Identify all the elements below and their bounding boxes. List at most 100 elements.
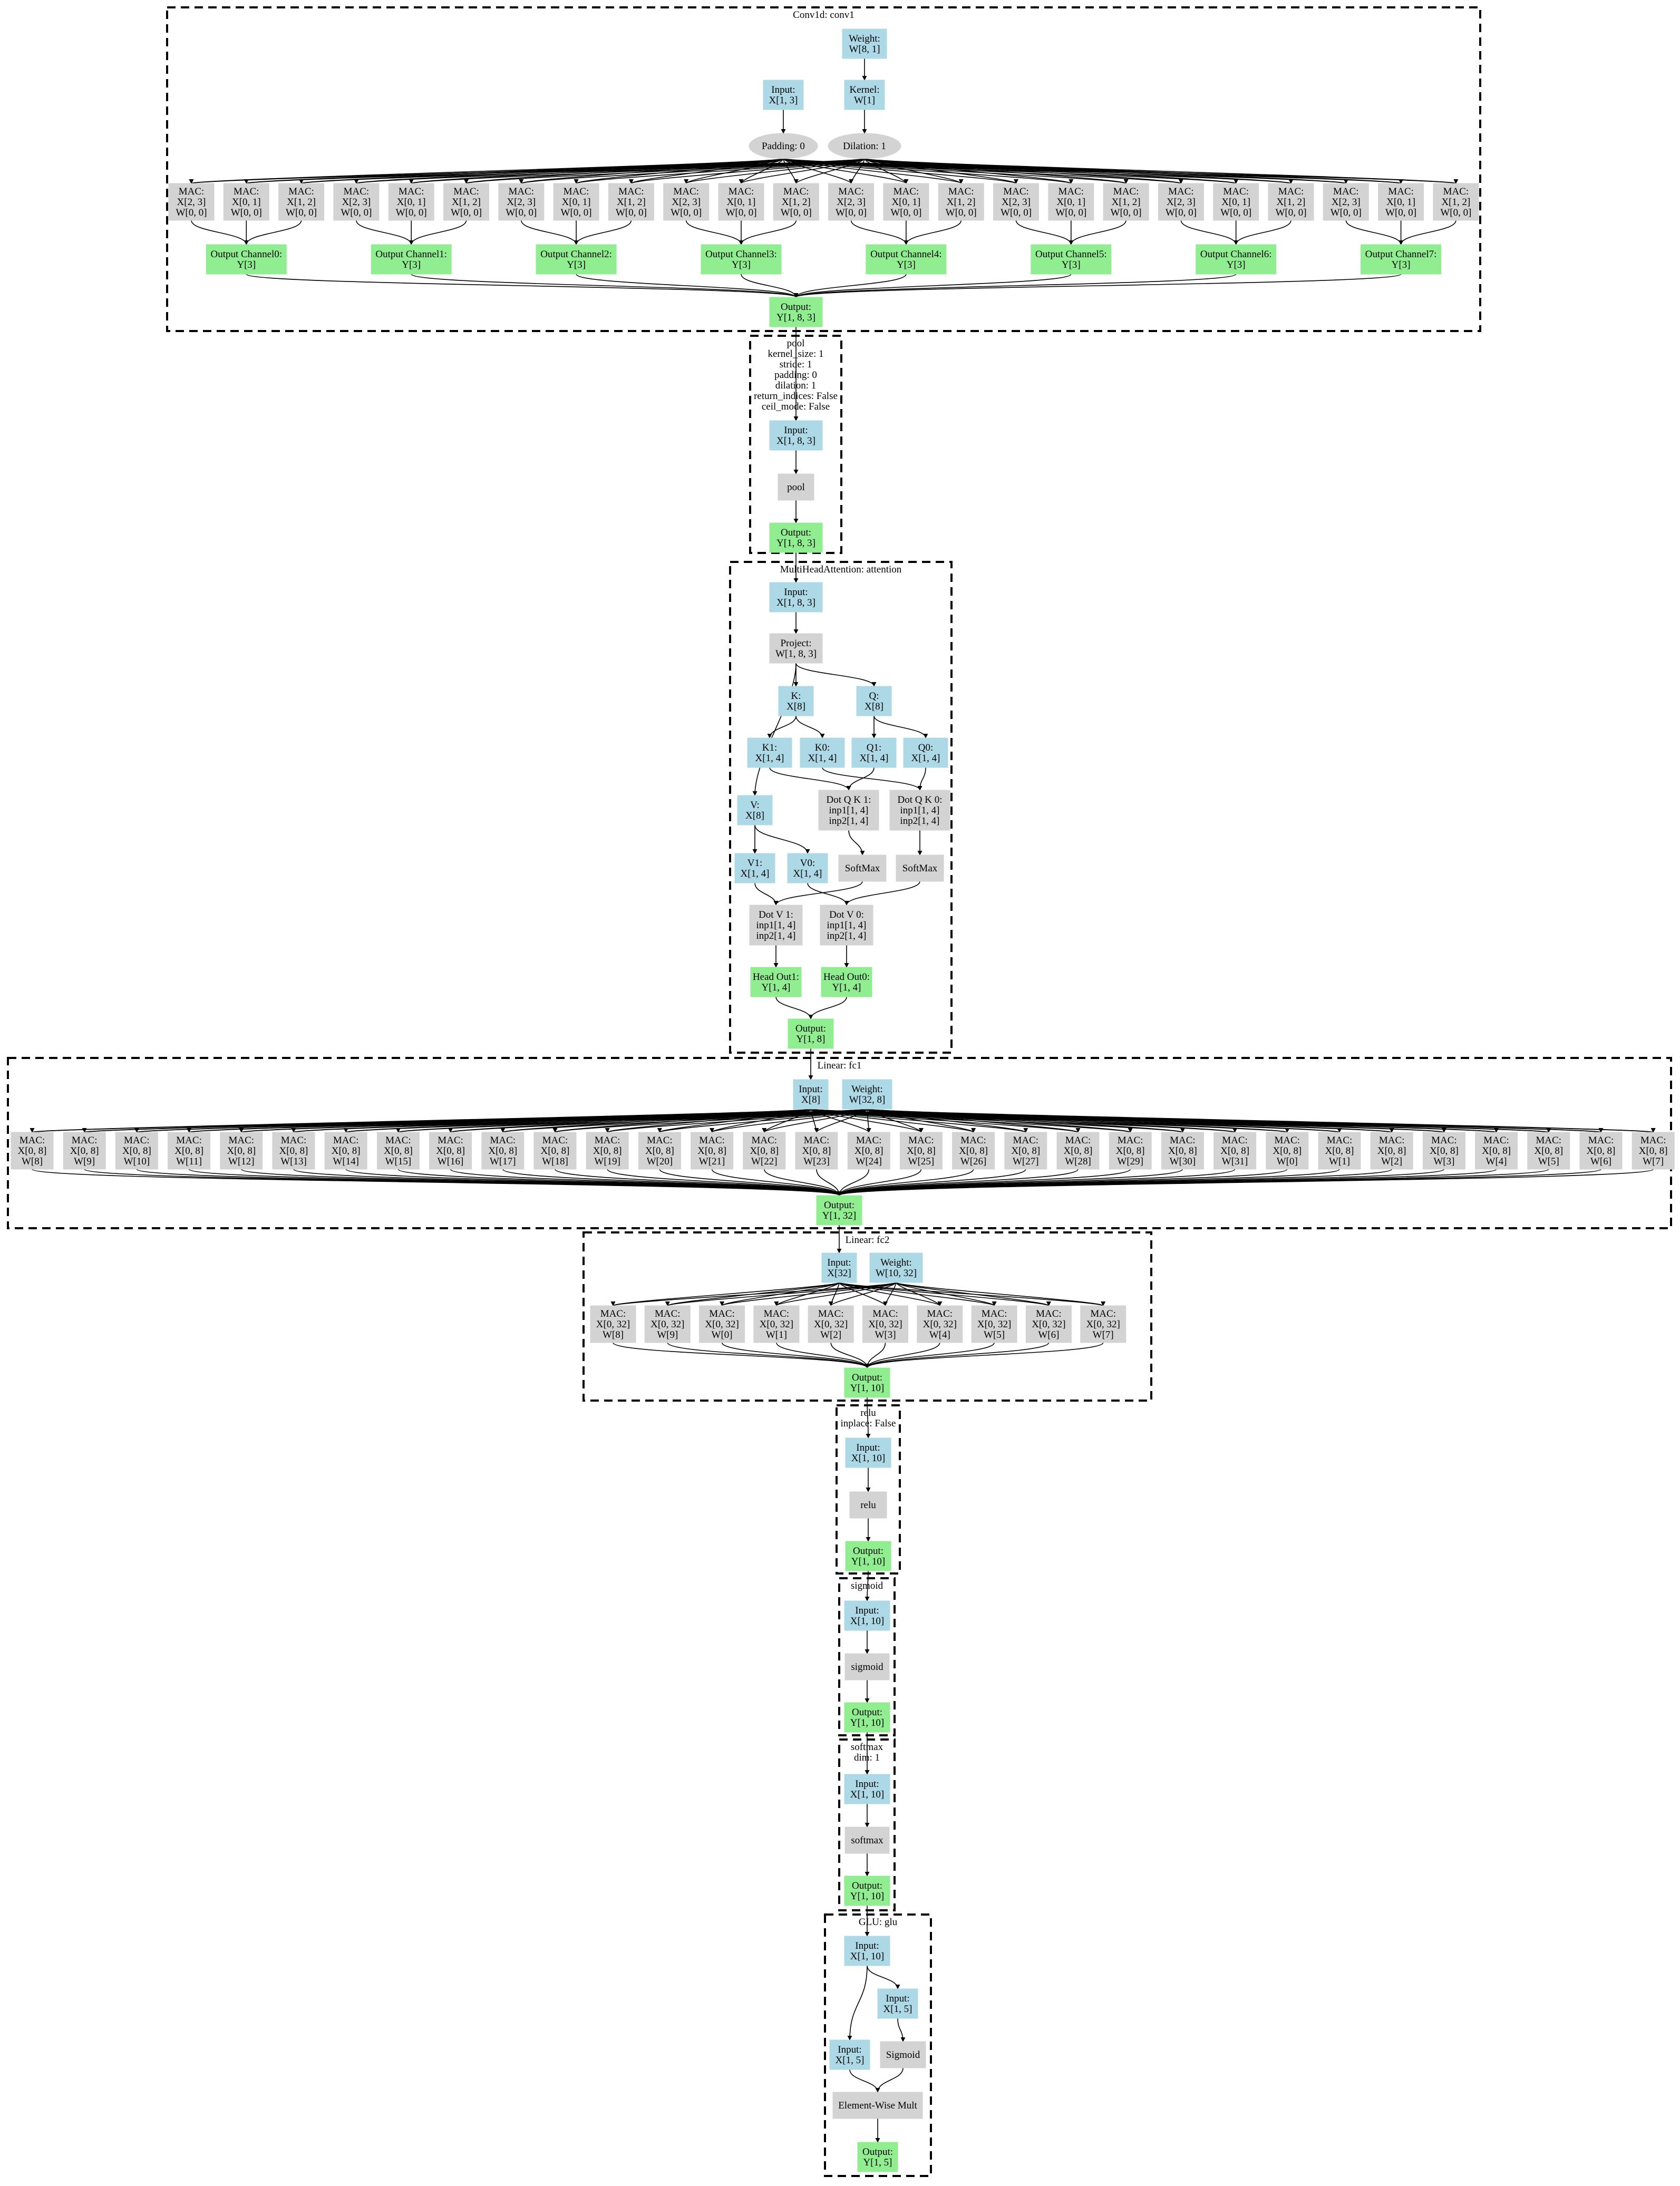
fc1-mac-3-node: MAC:X[0, 8]W[11] <box>168 1132 211 1170</box>
glu-input-b-label: Input:X[1, 5] <box>883 1993 912 2015</box>
fc1-mac-5-node: MAC:X[0, 8]W[13] <box>272 1132 315 1170</box>
att-k1-label: K1:X[1, 4] <box>755 742 784 764</box>
edge-fc2-mac-3-to-fc2-output <box>776 1342 870 1368</box>
relu-input-label: Input:X[1, 10] <box>851 1442 885 1464</box>
edge-fc2-input-to-fc2-mac-6 <box>839 1282 943 1306</box>
conv1-mac-9-node: MAC:X[2, 3]W[0, 0] <box>663 183 710 221</box>
glu-sigmoid-label: Sigmoid <box>886 2049 920 2061</box>
fc1-mac-17-node: MAC:X[0, 8]W[25] <box>899 1132 943 1170</box>
fc1-mac-31-label: MAC:X[0, 8]W[7] <box>1639 1135 1668 1167</box>
sigmoid-output-label: Output:Y[1, 10] <box>850 1707 884 1728</box>
fc2-mac-8-node: MAC:X[0, 32]W[6] <box>1025 1305 1072 1343</box>
conv1-mac-12-label: MAC:X[2, 3]W[0, 0] <box>836 186 867 218</box>
conv1-mac-10-node: MAC:X[0, 1]W[0, 0] <box>718 183 764 221</box>
edge-conv1-dilation-to-conv1-mac-11 <box>793 158 865 184</box>
softmax-input-node: Input:X[1, 10] <box>844 1774 890 1804</box>
conv1-mac-20-label: MAC:X[1, 2]W[0, 0] <box>1275 186 1306 218</box>
edge-conv1-padding-to-conv1-mac-9 <box>684 158 784 184</box>
fc1-mac-10-label: MAC:X[0, 8]W[18] <box>541 1135 570 1167</box>
fc2-mac-6-node: MAC:X[0, 32]W[4] <box>917 1305 963 1343</box>
fc1-mac-4-node: MAC:X[0, 8]W[12] <box>220 1132 263 1170</box>
conv1-mac-2-label: MAC:X[1, 2]W[0, 0] <box>286 186 317 218</box>
conv1-mac-14-label: MAC:X[1, 2]W[0, 0] <box>946 186 977 218</box>
edge-conv1-channel-4-to-conv1-output <box>793 274 907 298</box>
conv1-channel-6-node: Output Channel6:Y[3] <box>1196 244 1277 275</box>
glu-input-a-node: Input:X[1, 5] <box>829 2039 870 2070</box>
edge-conv1-mac-23-to-conv1-channel-7 <box>1399 220 1456 245</box>
fc1-mac-1-label: MAC:X[0, 8]W[9] <box>70 1135 99 1167</box>
glu-input-node: Input:X[1, 10] <box>844 1936 890 1966</box>
conv1-channel-0-node: Output Channel0:Y[3] <box>206 244 287 275</box>
fc1-mac-20-label: MAC:X[0, 8]W[28] <box>1064 1135 1093 1167</box>
edge-fc1-mac-9-to-fc1-output <box>502 1169 842 1196</box>
fc1-mac-21-label: MAC:X[0, 8]W[29] <box>1116 1135 1145 1167</box>
conv1-mac-16-node: MAC:X[0, 1]W[0, 0] <box>1048 183 1094 221</box>
edge-glu-input-to-glu-input-b <box>867 1965 900 1989</box>
att-softmax0-node: SoftMax <box>896 854 944 882</box>
edge-conv1-dilation-to-conv1-mac-13 <box>864 158 909 184</box>
fc1-mac-12-label: MAC:X[0, 8]W[20] <box>645 1135 674 1167</box>
fc1-mac-28-node: MAC:X[0, 8]W[4] <box>1475 1132 1518 1170</box>
edge-conv1-dilation-to-conv1-mac-14 <box>864 158 964 184</box>
fc1-mac-24-label: MAC:X[0, 8]W[0] <box>1273 1135 1302 1167</box>
att-v-node: V:X[8] <box>737 795 773 825</box>
att-q-label: Q:X[8] <box>865 691 883 712</box>
relu-output-label: Output:Y[1, 10] <box>851 1546 885 1567</box>
edge-conv1-mac-6-to-conv1-channel-2 <box>521 220 579 245</box>
conv1-mac-13-label: MAC:X[0, 1]W[0, 0] <box>890 186 921 218</box>
att-headout1-label: Head Out1:Y[1, 4] <box>753 971 799 993</box>
fc1-mac-29-label: MAC:X[0, 8]W[5] <box>1534 1135 1563 1167</box>
fc1-mac-8-node: MAC:X[0, 8]W[16] <box>429 1132 472 1170</box>
conv1-channel-0-label: Output Channel0:Y[3] <box>210 249 282 270</box>
conv1-channel-7-label: Output Channel7:Y[3] <box>1365 249 1437 270</box>
att-softmax0-label: SoftMax <box>902 863 938 874</box>
fc1-output-node: Output:Y[1, 32] <box>816 1195 862 1226</box>
fc1-mac-9-node: MAC:X[0, 8]W[17] <box>481 1132 525 1170</box>
edge-conv1-mac-9-to-conv1-channel-3 <box>685 220 744 245</box>
edge-glu-sigmoid-to-glu-mult <box>875 2067 904 2093</box>
att-k1-node: K1:X[1, 4] <box>747 737 792 768</box>
edge-conv1-padding-to-conv1-mac-7 <box>574 158 784 184</box>
conv1-mac-3-label: MAC:X[2, 3]W[0, 0] <box>341 186 372 218</box>
edge-fc2-output-to-relu-input <box>866 1397 871 1439</box>
fc1-mac-5-label: MAC:X[0, 8]W[13] <box>279 1135 308 1167</box>
relu-op-label: relu <box>860 1500 876 1511</box>
fc2-mac-7-node: MAC:X[0, 32]W[5] <box>971 1305 1017 1343</box>
conv1-input-label: Input:X[1, 3] <box>769 84 798 106</box>
edge-conv1-mac-15-to-conv1-channel-5 <box>1015 220 1074 245</box>
glu-output-node: Output:Y[1, 5] <box>857 2142 898 2172</box>
fc1-mac-6-label: MAC:X[0, 8]W[14] <box>332 1135 361 1167</box>
conv1-mac-4-node: MAC:X[0, 1]W[0, 0] <box>388 183 434 221</box>
edge-conv1-mac-18-to-conv1-channel-6 <box>1180 220 1239 245</box>
conv1-mac-15-label: MAC:X[2, 3]W[0, 0] <box>1001 186 1032 218</box>
edge-conv1-dilation-to-conv1-mac-23 <box>864 158 1458 184</box>
fc2-input-node: Input:X[32] <box>821 1252 857 1283</box>
att-softmax1-label: SoftMax <box>845 863 880 874</box>
conv1-mac-6-label: MAC:X[2, 3]W[0, 0] <box>506 186 537 218</box>
edge-att-q-to-att-q0 <box>873 715 928 739</box>
fc1-mac-15-node: MAC:X[0, 8]W[23] <box>795 1132 838 1170</box>
cluster-label: sigmoid <box>851 1580 883 1591</box>
conv1-mac-5-node: MAC:X[1, 2]W[0, 0] <box>443 183 489 221</box>
conv1-mac-21-node: MAC:X[2, 3]W[0, 0] <box>1323 183 1369 221</box>
edge-fc1-mac-13-to-fc1-output <box>711 1169 842 1196</box>
conv1-padding-label: Padding: 0 <box>762 141 805 152</box>
conv1-channel-4-label: Output Channel4:Y[3] <box>870 249 942 270</box>
edge-fc1-input-to-fc1-mac-12 <box>657 1109 811 1133</box>
pool-output-node: Output:Y[1, 8, 3] <box>769 522 823 553</box>
conv1-mac-14-node: MAC:X[1, 2]W[0, 0] <box>938 183 984 221</box>
att-v-label: V:X[8] <box>745 800 764 821</box>
edge-glu-input-to-glu-input-a <box>847 1965 868 2041</box>
edge-fc2-mac-0-to-fc2-output <box>613 1342 870 1368</box>
att-v0-label: V0:X[1, 4] <box>793 858 822 879</box>
edge-conv1-padding-to-conv1-mac-12 <box>783 158 853 184</box>
edge-fc1-mac-20-to-fc1-output <box>837 1169 1079 1196</box>
conv1-padding-node: Padding: 0 <box>749 133 818 159</box>
att-headout1-node: Head Out1:Y[1, 4] <box>750 967 802 997</box>
relu-op-node: relu <box>849 1491 887 1519</box>
conv1-mac-10-label: MAC:X[0, 1]W[0, 0] <box>725 186 756 218</box>
softmax-input-label: Input:X[1, 10] <box>850 1779 884 1800</box>
edge-att-headout1-to-att-output <box>775 996 813 1019</box>
conv1-mac-22-node: MAC:X[0, 1]W[0, 0] <box>1378 183 1424 221</box>
